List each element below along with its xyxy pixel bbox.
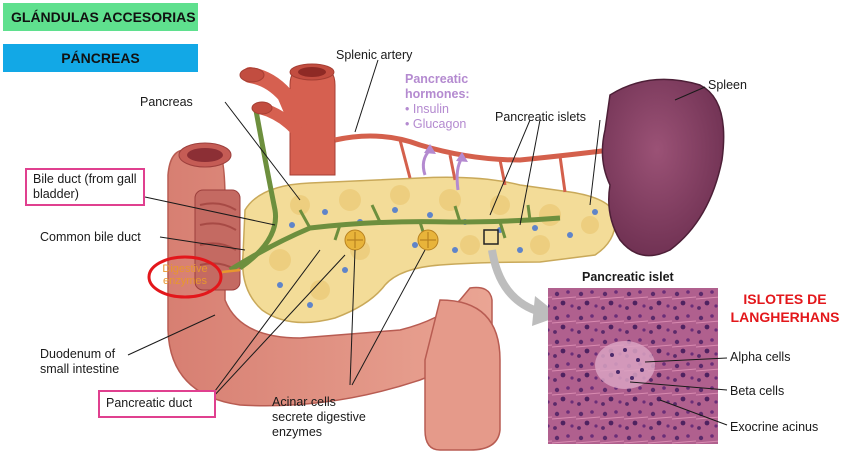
subsection-header-text: PÁNCREAS <box>61 50 140 66</box>
hormone-arrow <box>423 150 430 175</box>
label-common-bile-duct: Common bile duct <box>40 230 141 245</box>
islotes-annotation: ISLOTES DE LANGHERHANS <box>725 290 845 326</box>
label-glucagon: • Glucagon <box>405 117 485 132</box>
splenic-artery-shape <box>335 136 640 160</box>
label-pancreatic-islet: Pancreatic islet <box>582 270 674 285</box>
label-pancreatic-duct: Pancreatic duct <box>98 390 216 418</box>
label-alpha-cells: Alpha cells <box>730 350 790 365</box>
section-header-text: GLÁNDULAS ACCESORIAS <box>11 9 196 25</box>
label-duodenum: Duodenum of small intestine <box>40 347 135 377</box>
label-acinar-cells: Acinar cells secrete digestive enzymes <box>272 395 372 440</box>
label-pancreatic-islets: Pancreatic islets <box>495 110 586 125</box>
label-pancreas: Pancreas <box>140 95 193 110</box>
label-splenic-artery: Splenic artery <box>336 48 412 63</box>
pancreatic-hormones-block: Pancreatic hormones: • Insulin • Glucago… <box>405 72 485 132</box>
label-exocrine-acinus: Exocrine acinus <box>730 420 818 435</box>
label-pancreatic-hormones: Pancreatic hormones: <box>405 72 485 102</box>
label-beta-cells: Beta cells <box>730 384 784 399</box>
label-insulin: • Insulin <box>405 102 485 117</box>
label-spleen: Spleen <box>708 78 747 93</box>
jejunum-shape <box>425 300 500 450</box>
subsection-header: PÁNCREAS <box>3 44 198 72</box>
label-bile-duct: Bile duct (from gall bladder) <box>25 168 145 206</box>
section-header: GLÁNDULAS ACCESORIAS <box>3 3 198 31</box>
spleen-shape <box>602 79 723 255</box>
label-digestive-enzymes: Digestive enzymes <box>160 263 210 287</box>
islet-micrograph <box>548 288 718 444</box>
